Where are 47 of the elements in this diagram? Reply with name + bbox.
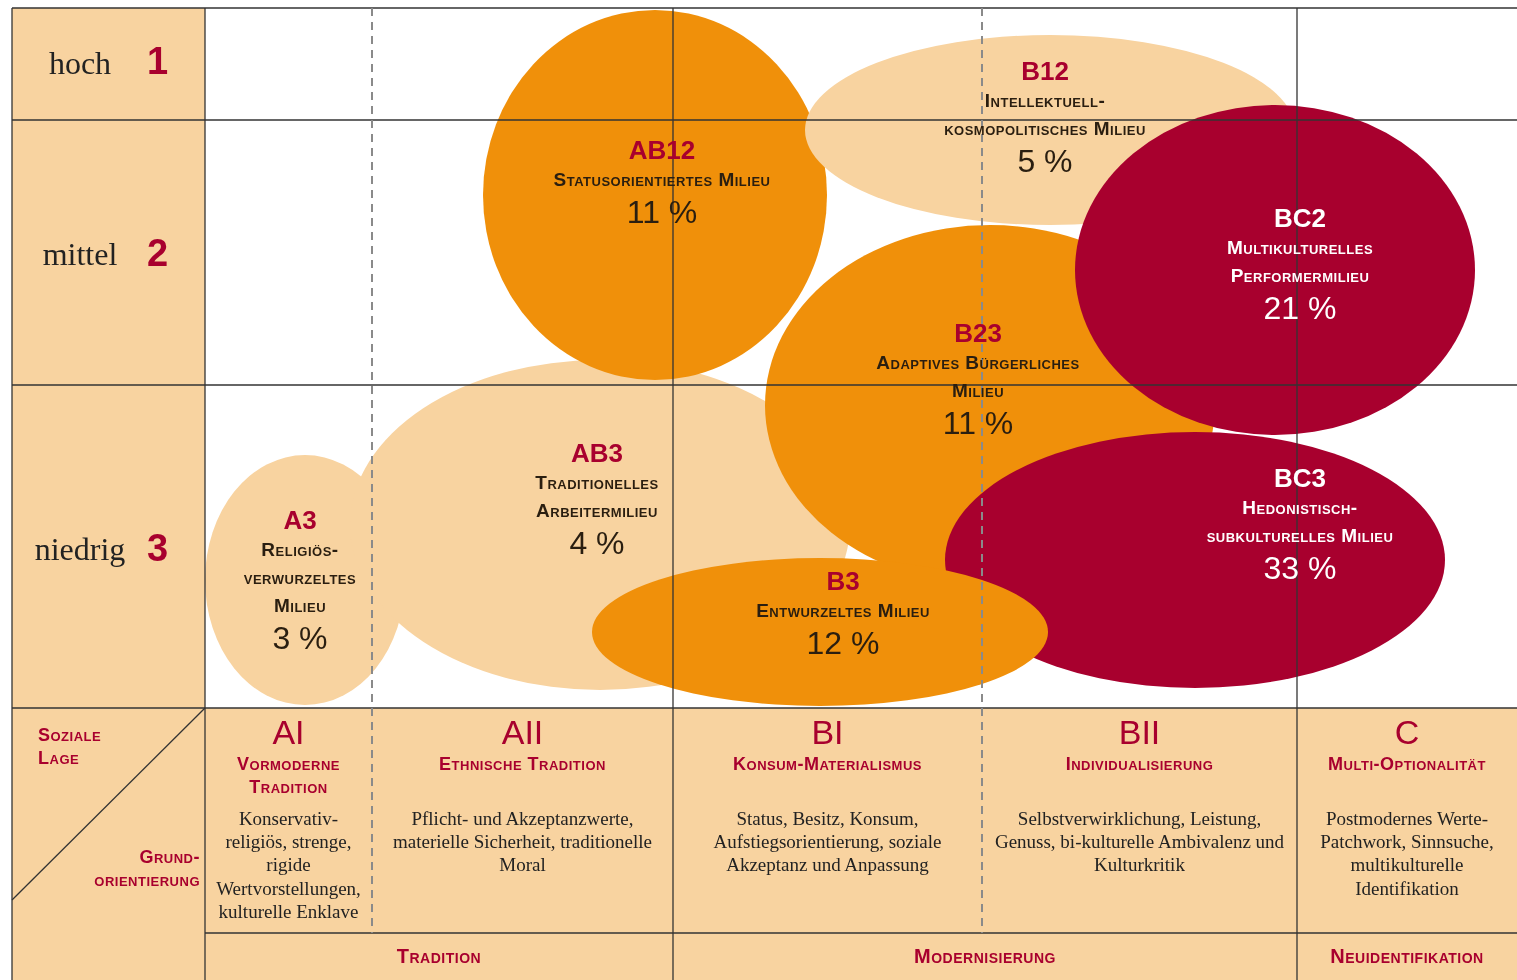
- milieu-name: Entwurzeltes Milieu: [756, 599, 930, 623]
- group-label: Neuidentifikation: [1330, 945, 1484, 967]
- orientation-name: Konsum-Materialismus: [733, 754, 922, 774]
- percentage: 4 %: [569, 525, 625, 562]
- milieu-name: Hedonistisch-subkulturelles Milieu: [1205, 496, 1395, 548]
- row-label: mittel: [42, 236, 118, 272]
- group-label: Modernisierung: [914, 945, 1056, 967]
- milieu-code: AB3: [571, 438, 623, 469]
- group-label: Tradition: [396, 945, 482, 967]
- percentage: 33 %: [1263, 550, 1337, 587]
- orientation-name: Multi-Optionalität: [1328, 754, 1486, 774]
- milieu-code: BC2: [1274, 203, 1326, 234]
- milieu-name: Adaptives Bürgerliches Milieu: [875, 351, 1081, 403]
- percentage: 5 %: [1017, 143, 1073, 180]
- milieu-name: Intellektuell-kosmopolitisches Milieu: [943, 89, 1147, 141]
- orientation-code: AII: [501, 713, 544, 751]
- percentage: 11 %: [942, 405, 1014, 442]
- milieu-code: BC3: [1274, 463, 1326, 494]
- orientation-name: Ethnische Tradition: [439, 754, 606, 774]
- row-label: hoch: [48, 45, 112, 81]
- orientation-name: Individualisierung: [1065, 754, 1214, 774]
- axis-label: Grund-orientierung: [94, 847, 200, 891]
- milieu-name: Multikulturelles Performermilieu: [1225, 236, 1375, 288]
- milieu-code: B23: [954, 318, 1002, 349]
- percentage: 3 %: [272, 620, 328, 657]
- axis-label: Soziale Lage: [38, 725, 102, 769]
- milieu-name: Religiös-verwurzeltes Milieu: [242, 538, 358, 618]
- description-text: Status, Besitz, Konsum, Aufstiegsorientierung, soziale Akzeptanz und Anpassung: [713, 808, 942, 876]
- milieu-name: Traditionelles Arbeitermilieu: [534, 471, 660, 523]
- description-text: Selbstverwirklichung, Leistung, Genuss, bi-kulturelle Ambivalenz und Kulturkritik: [994, 808, 1285, 876]
- milieu-code: A3: [283, 505, 317, 536]
- milieu-code: B12: [1021, 56, 1069, 87]
- percentage: 21 %: [1263, 290, 1337, 327]
- description-text: Postmodernes Werte-Patchwork, Sinnsuche, multikulturelle Identifikation: [1320, 808, 1494, 899]
- description-text: Pflicht- und Akzeptanzwerte, materielle Sicherheit, traditionelle Moral: [392, 808, 652, 876]
- orientation-code: C: [1394, 713, 1420, 751]
- orientation-code: AI: [272, 713, 305, 751]
- description-text: Konservativ-religiös, strenge, rigide Wertvorstellungen, kulturelle Enklave: [216, 808, 361, 922]
- percentage: 12 %: [806, 625, 880, 662]
- row-number: 3: [146, 527, 169, 569]
- orientation-code: BI: [811, 713, 844, 751]
- milieu-code: B3: [826, 566, 860, 597]
- row-number: 1: [146, 40, 169, 82]
- row-label: niedrig: [34, 531, 126, 567]
- orientation-name: Vormoderne Tradition: [237, 754, 340, 798]
- orientation-code: BII: [1118, 713, 1161, 751]
- row-number: 2: [146, 232, 169, 274]
